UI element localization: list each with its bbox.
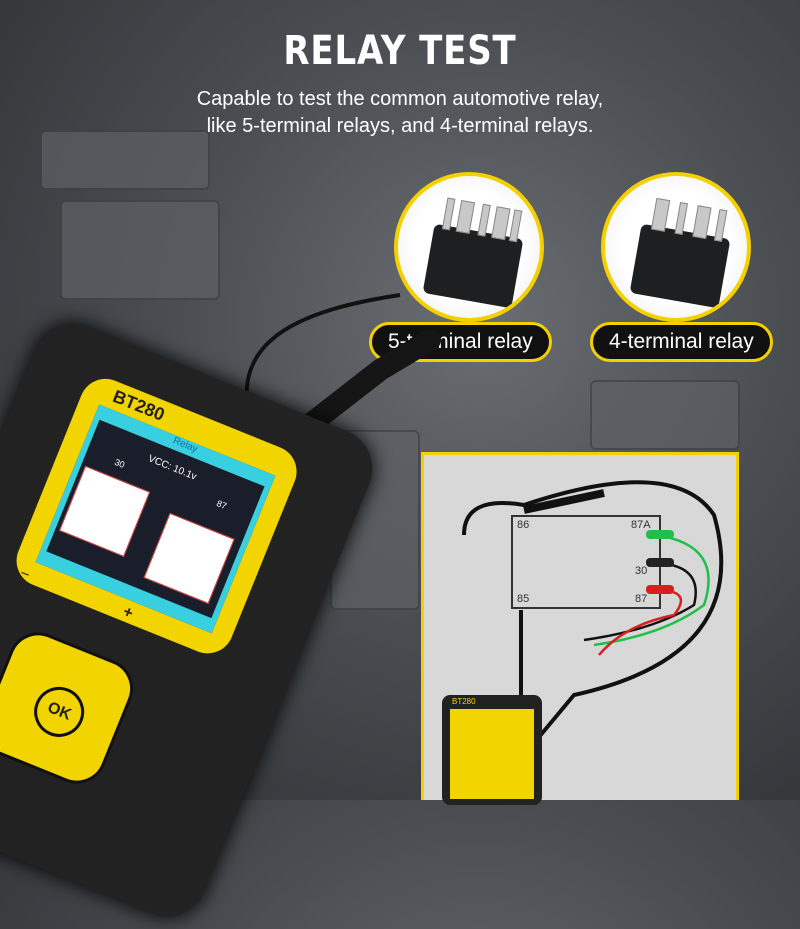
pin-label: 87 [215, 498, 229, 512]
mini-brand: BT280 [452, 697, 476, 706]
terminal-85: 85 [517, 593, 530, 605]
subtitle-line: Capable to test the common automotive re… [196, 88, 604, 110]
bg-fuse [60, 200, 220, 300]
relay-4-terminal-image [601, 172, 751, 322]
test-leads [462, 480, 724, 757]
bg-fuse [40, 130, 210, 190]
dpad[interactable]: OK [0, 623, 143, 793]
page-title: RELAY TEST [283, 28, 517, 74]
terminal-86: 86 [517, 519, 530, 531]
mini-tester: BT280 [442, 695, 542, 805]
device-screen: Relay VCC: 10.1v 30 87 [35, 404, 276, 634]
relay-diagram-thumb [143, 512, 235, 604]
relay-diagram-thumb [59, 465, 151, 557]
bg-fuse [590, 380, 740, 450]
ok-button[interactable]: OK [26, 679, 92, 745]
vcc-reading: VCC: 10.1v [146, 453, 199, 483]
mini-screen [450, 709, 534, 799]
terminal-87a: 87A [631, 519, 651, 531]
pin-label: 30 [113, 456, 127, 470]
terminal-30: 30 [635, 565, 648, 577]
plus-button[interactable]: + [120, 603, 136, 623]
minus-button[interactable]: − [17, 564, 33, 585]
screen-bezel: BT280 Relay VCC: 10.1v 30 87 − + [8, 371, 305, 662]
subtitle: Capable to test the common automotive re… [0, 86, 800, 140]
terminal-87: 87 [635, 593, 648, 605]
relay-5-terminal-image [394, 172, 544, 322]
wiring-diagram-panel: 86 87A 30 85 87 BT280 [421, 452, 739, 805]
label-4-terminal-relay: 4-terminal relay [590, 322, 773, 362]
subtitle-line: like 5-terminal relays, and 4-terminal r… [206, 115, 594, 137]
